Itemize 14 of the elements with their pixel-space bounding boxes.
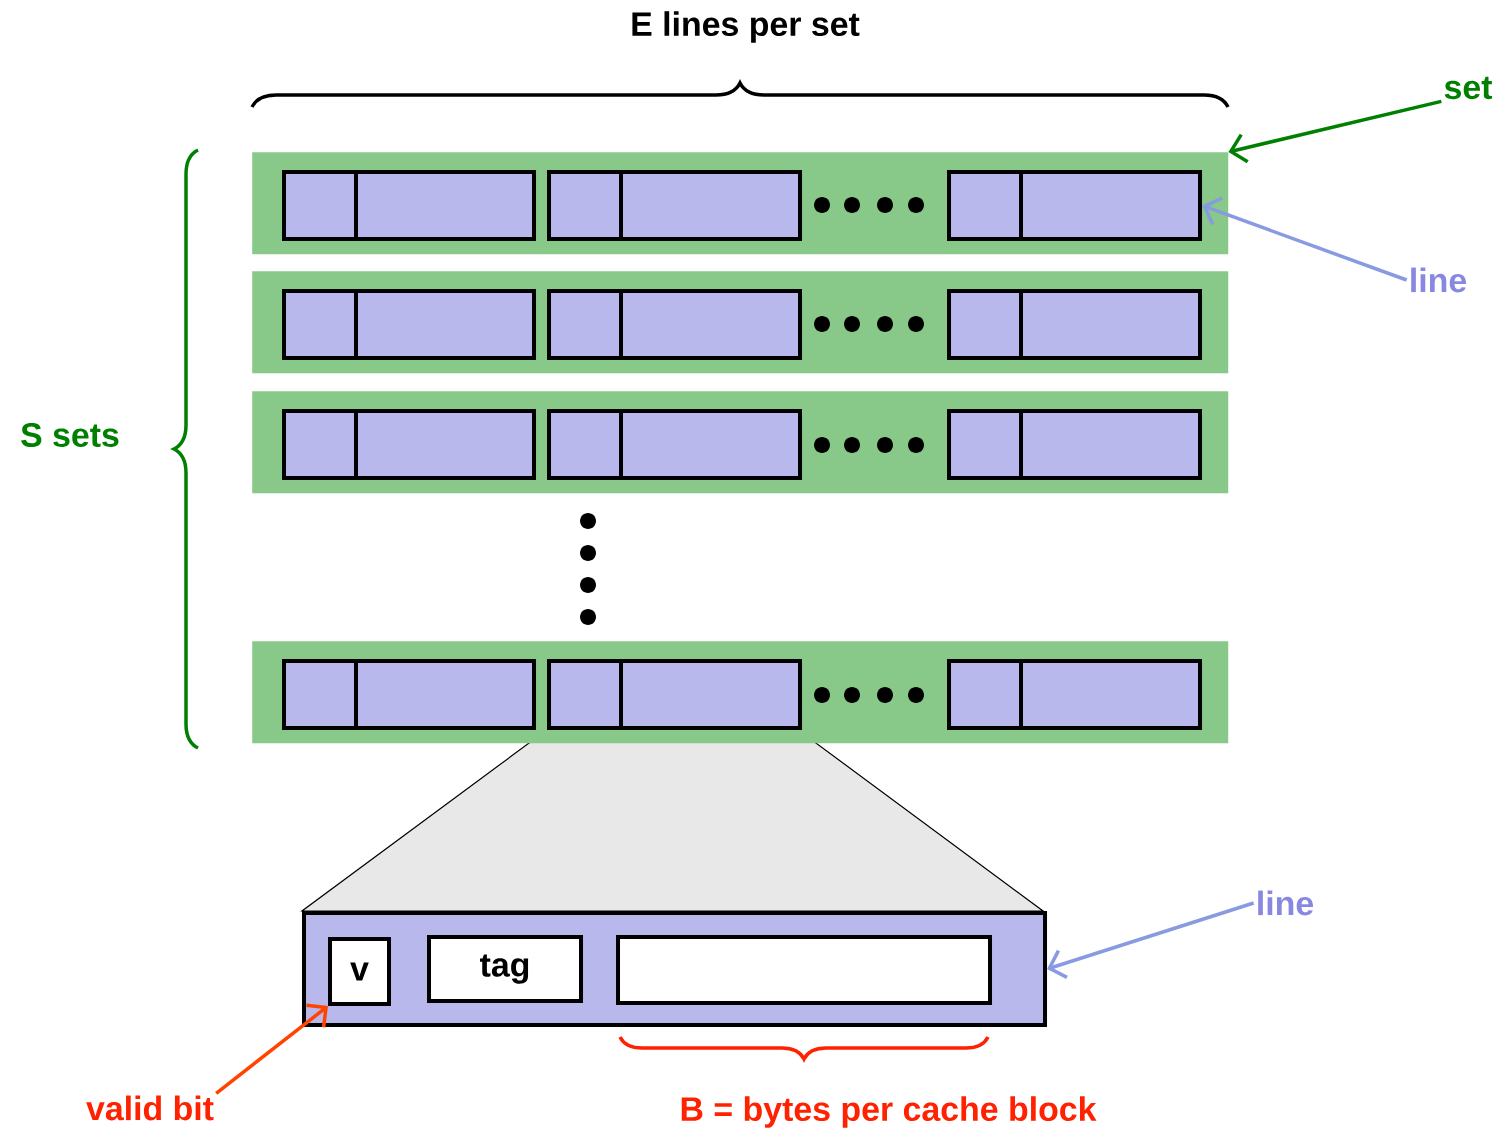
field-box: tag [427,935,583,1003]
label: E lines per set [632,11,860,43]
arrow [1202,196,1408,282]
arrow [1047,901,1255,979]
callout-label: line [1258,890,1314,916]
arrow [215,1003,328,1095]
callout-label: valid bit [86,1095,214,1121]
label: S sets [21,423,119,447]
field-box [616,935,992,1005]
callout-label: set [1444,76,1493,100]
arrow [1228,99,1442,164]
callout-label: line [1411,267,1467,293]
field-box: v [328,937,391,1006]
label: B = bytes per cache block [681,1096,1097,1128]
